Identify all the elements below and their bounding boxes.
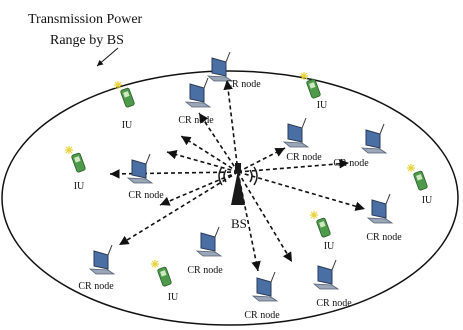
broadcast-arrow [180,135,239,173]
iu-label: IU [317,100,328,111]
network-nodes: CR node CR node CR node CR node CR node CR no… [65,51,433,321]
cr-node-label: CR node [366,232,402,243]
laptop-icon [251,271,279,302]
cr-node: CR node [244,271,280,321]
transmission-range-ellipse [1,70,459,326]
cr-node: CR node [333,123,388,169]
iu-label: IU [422,195,433,206]
base-station-label: BS [231,216,247,231]
laptop-icon [88,244,116,275]
laptop-icon [360,123,388,154]
cr-node-label: CR node [316,298,352,309]
cr-node-label: CR node [178,115,214,126]
iu-label: IU [168,292,179,303]
cr-node-label: CR node [286,152,322,163]
iu-label: IU [324,241,335,252]
cr-node-label: CR node [225,79,261,90]
laptop-icon [312,259,340,290]
title-line-2: Range by BS [50,33,124,48]
iu-node: IU [114,81,135,131]
cr-node-label: CR node [187,265,223,276]
iu-label: IU [74,181,85,192]
broadcast-arrow [109,169,239,179]
cr-node: CR node [282,117,322,163]
mobile-phone-icon [65,146,86,173]
broadcast-arrow [237,147,286,173]
broadcast-arrow [223,79,239,173]
laptop-icon [184,77,212,108]
laptop-icon [195,226,223,257]
cr-node: CR node [126,153,164,201]
iu-node: IU [310,211,335,252]
title-line-1: Transmission Power [28,12,143,27]
broadcast-arrow [159,171,239,206]
laptop-icon [206,51,234,82]
cr-node-label: CR node [78,281,114,292]
mobile-phone-icon [114,81,135,108]
iu-node: IU [65,146,86,192]
cr-node: CR node [312,259,352,309]
range-pointer-arrow [96,47,119,67]
cr-node: CR node [206,51,261,90]
laptop-icon [282,117,310,148]
iu-node: IU [151,260,179,303]
iu-label: IU [122,120,133,131]
iu-node: IU [407,164,433,206]
broadcast-arrow [237,158,350,173]
broadcast-arrow [166,149,239,173]
antenna-tower-icon [218,163,258,205]
mobile-phone-icon [310,211,331,238]
broadcast-arrow [118,171,239,246]
laptop-icon [366,193,394,224]
cr-node: CR node [366,193,402,243]
iu-node: IU [300,72,328,111]
laptop-icon [126,153,154,184]
cr-node: CR node [178,77,214,126]
mobile-phone-icon [151,260,172,287]
base-station: BS [218,163,258,231]
cr-node-label: CR node [333,158,369,169]
mobile-phone-icon [407,164,428,191]
broadcast-arrow [237,171,293,263]
broadcast-arrow [237,171,366,211]
cr-node: CR node [78,244,116,292]
cr-node-label: CR node [244,310,280,321]
cr-node: CR node [187,226,223,276]
mobile-phone-icon [300,72,321,99]
broadcast-arrow [198,112,239,173]
cr-node-label: CR node [128,190,164,201]
